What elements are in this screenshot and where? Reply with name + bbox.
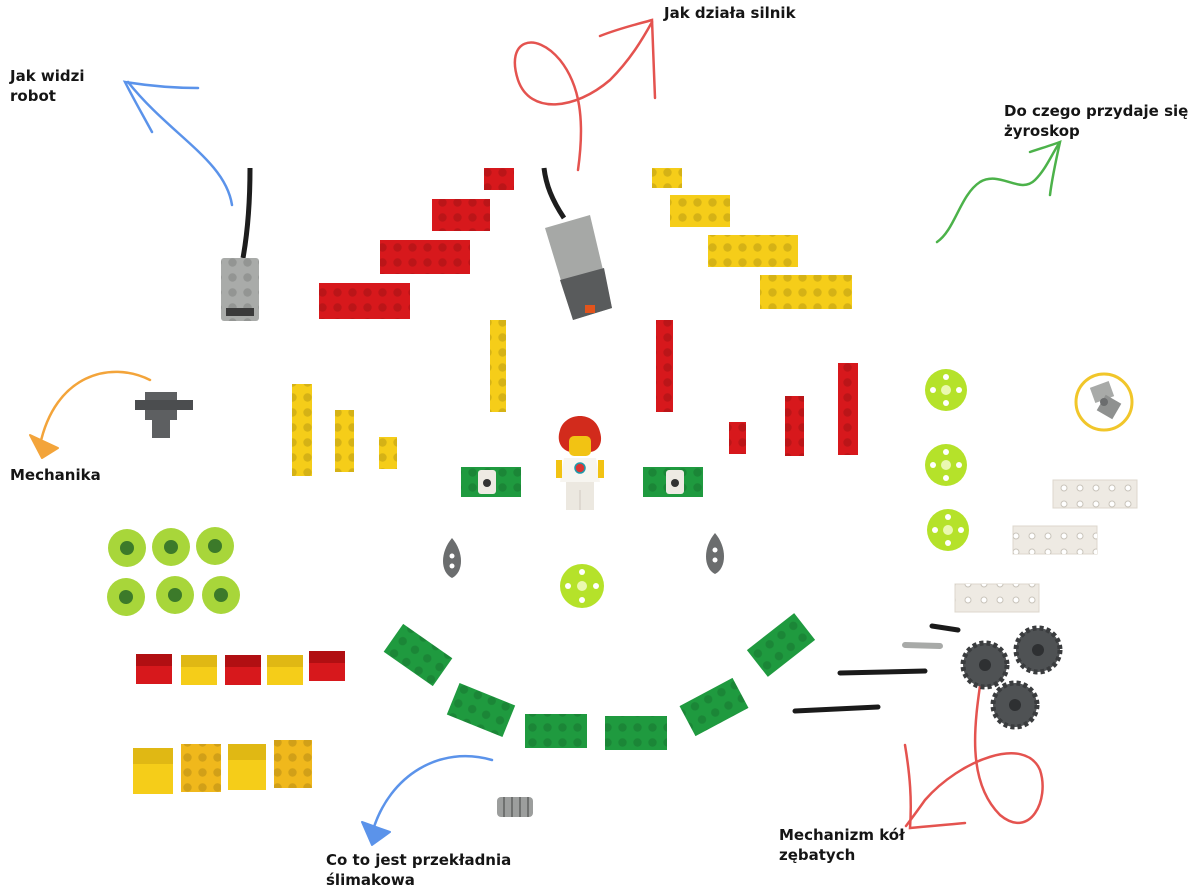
label-gyro-line2: żyroskop [1004, 122, 1080, 140]
label-motor[interactable]: Jak działa silnik [664, 3, 796, 23]
lego-motor [541, 167, 612, 320]
label-gyro[interactable]: Do czego przydaje się żyroskop [1004, 101, 1188, 141]
yellow-large-slopes [133, 740, 312, 794]
slope-bricks-row [136, 651, 345, 685]
minifigure [556, 416, 604, 510]
label-gear-train-line1: Mechanizm kół [779, 826, 905, 844]
arrow-motor-icon [513, 18, 657, 172]
green-tires [107, 527, 240, 616]
lime-wheels-column [925, 369, 969, 551]
green-eye-plate-left [461, 467, 521, 497]
label-vision[interactable]: Jak widzi robot [10, 66, 85, 106]
red-vertical-plates [656, 320, 858, 456]
green-eye-plate-right [643, 467, 703, 497]
label-vision-line2: robot [10, 87, 56, 105]
arrow-vision-icon [122, 80, 234, 207]
label-gear-train-line2: zębatych [779, 846, 856, 864]
distance-sensor [221, 167, 259, 321]
label-motor-line1: Jak działa silnik [664, 4, 796, 22]
label-vision-line1: Jak widzi [10, 67, 85, 85]
lime-wheel-center [560, 564, 604, 608]
arrow-worm-gear-icon [361, 755, 494, 846]
gray-rudder-right [706, 533, 724, 574]
green-smile-bricks [383, 613, 816, 750]
gear-cluster [960, 625, 1063, 730]
label-worm-gear-line2: ślimakowa [326, 871, 415, 889]
label-mechanics[interactable]: Mechanika [10, 465, 101, 485]
gray-rudder-left [443, 538, 461, 578]
label-worm-gear-line1: Co to jest przekładnia [326, 851, 512, 869]
worm-gear-piece [497, 797, 533, 817]
red-brick-stair [319, 168, 514, 319]
white-beams [954, 479, 1138, 613]
yellow-vertical-plates [292, 320, 506, 476]
label-mechanics-line1: Mechanika [10, 466, 101, 484]
yellow-brick-stair [652, 168, 852, 309]
label-gear-train[interactable]: Mechanizm kół zębatych [779, 825, 905, 865]
label-worm-gear[interactable]: Co to jest przekładnia ślimakowa [326, 850, 511, 890]
label-gyro-line1: Do czego przydaje się [1004, 102, 1189, 120]
gray-connector-piece [135, 392, 193, 438]
arrow-gear-train-icon [903, 670, 1044, 830]
arrow-gyro-icon [935, 140, 1062, 244]
arrow-mechanics-icon [29, 370, 152, 459]
gyroscope-part [1074, 372, 1134, 432]
axles [792, 623, 961, 714]
